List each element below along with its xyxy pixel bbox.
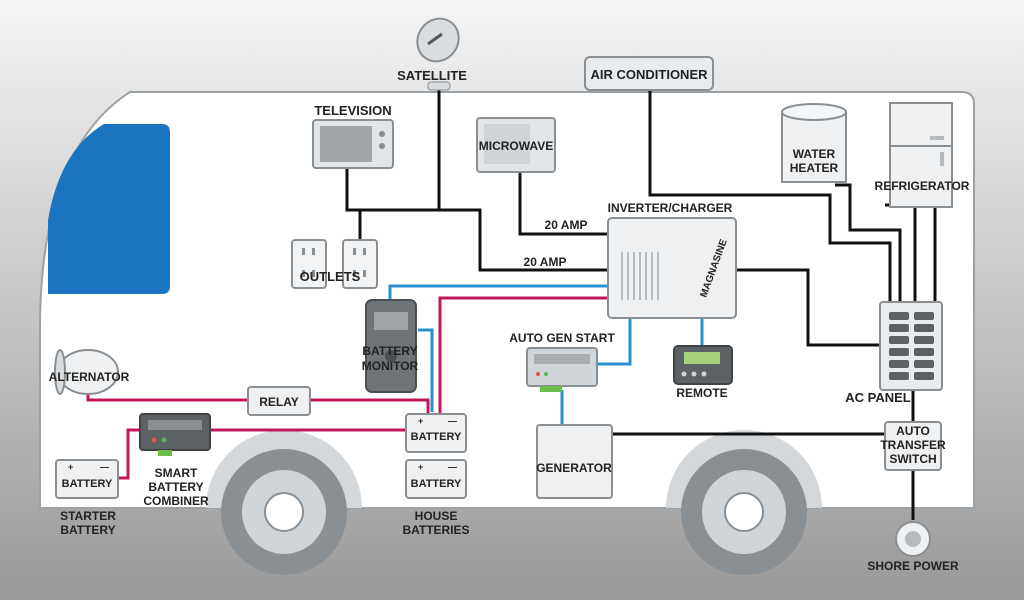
remote-label: REMOTE — [676, 386, 727, 400]
starter-battery-box-label: BATTERY — [62, 478, 113, 490]
smart-battery-combiner-module — [139, 413, 211, 456]
auto-gen-start-module — [526, 347, 598, 392]
starter-battery-label-line1: STARTER — [60, 509, 116, 523]
auto-transfer-switch-label-line2: TRANSFER — [880, 438, 946, 452]
house-battery-bottom-label: BATTERY — [411, 478, 462, 490]
inverter-charger-label: INVERTER/CHARGER — [608, 201, 733, 215]
relay-box — [247, 386, 311, 416]
house-battery-top-icon: + — — [405, 413, 467, 453]
alternator-icon — [54, 349, 119, 395]
dc-wiring — [86, 296, 608, 480]
svg-text:—: — — [100, 462, 109, 472]
amp-label-upper: 20 AMP — [545, 218, 588, 232]
microwave-label: MICROWAVE — [479, 139, 553, 153]
television-icon — [312, 119, 394, 169]
air-conditioner-unit — [584, 56, 714, 91]
front-wheel — [206, 430, 362, 575]
water-heater-label-line1: WATER — [793, 147, 836, 161]
battery-monitor-label-line2: MONITOR — [362, 359, 419, 373]
microwave-icon — [476, 117, 556, 173]
television-label: TELEVISION — [314, 103, 391, 118]
amp-label-lower: 20 AMP — [524, 255, 567, 269]
ac-panel-breaker-box — [879, 301, 943, 391]
remote-panel — [673, 345, 733, 385]
refrigerator-label: REFRIGERATOR — [875, 179, 970, 193]
outlets-label: OUTLETS — [300, 269, 361, 284]
svg-text:—: — — [448, 416, 457, 426]
rear-wheel — [666, 430, 822, 575]
smart-battery-combiner-label-line1: SMART — [155, 466, 198, 480]
battery-monitor-icon — [365, 299, 417, 393]
water-heater-label-line2: HEATER — [790, 161, 839, 175]
refrigerator-icon — [889, 102, 953, 208]
house-battery-bottom-icon: + — — [405, 459, 467, 499]
svg-text:+: + — [418, 416, 423, 426]
satellite-dish-icon — [416, 17, 460, 91]
starter-battery-label-line2: BATTERY — [60, 523, 115, 537]
ac-panel-label: AC PANEL — [845, 390, 911, 405]
shore-power-label: SHORE POWER — [867, 559, 959, 573]
relay-label: RELAY — [259, 395, 299, 409]
smart-battery-combiner-label-line3: COMBINER — [143, 494, 209, 508]
house-batteries-label-line2: BATTERIES — [402, 523, 469, 537]
outlets-icon — [291, 239, 378, 289]
inverter-charger-unit — [607, 217, 737, 319]
generator-box — [536, 424, 613, 499]
svg-text:—: — — [448, 462, 457, 472]
auto-gen-start-label: AUTO GEN START — [509, 331, 615, 345]
house-batteries-label-line1: HOUSE — [415, 509, 458, 523]
starter-battery-icon: + — — [55, 459, 119, 499]
auto-transfer-switch-box — [884, 421, 942, 471]
windshield — [48, 124, 170, 294]
water-heater-icon — [781, 103, 847, 183]
air-conditioner-label: AIR CONDITIONER — [591, 67, 709, 82]
satellite-label: SATELLITE — [397, 68, 467, 83]
battery-monitor-label-line1: BATTERY — [362, 344, 417, 358]
smart-battery-combiner-label-line2: BATTERY — [148, 480, 203, 494]
svg-text:+: + — [418, 462, 423, 472]
house-battery-top-label: BATTERY — [411, 431, 462, 443]
auto-transfer-switch-label-line3: SWITCH — [889, 452, 936, 466]
ac-wiring — [345, 88, 937, 520]
generator-label: GENERATOR — [536, 461, 612, 475]
alternator-label: ALTERNATOR — [49, 370, 130, 384]
auto-transfer-switch-label-line1: AUTO — [896, 424, 930, 438]
shore-power-plug-icon — [895, 521, 931, 557]
signal-wiring — [388, 284, 704, 425]
svg-text:+: + — [68, 462, 73, 472]
